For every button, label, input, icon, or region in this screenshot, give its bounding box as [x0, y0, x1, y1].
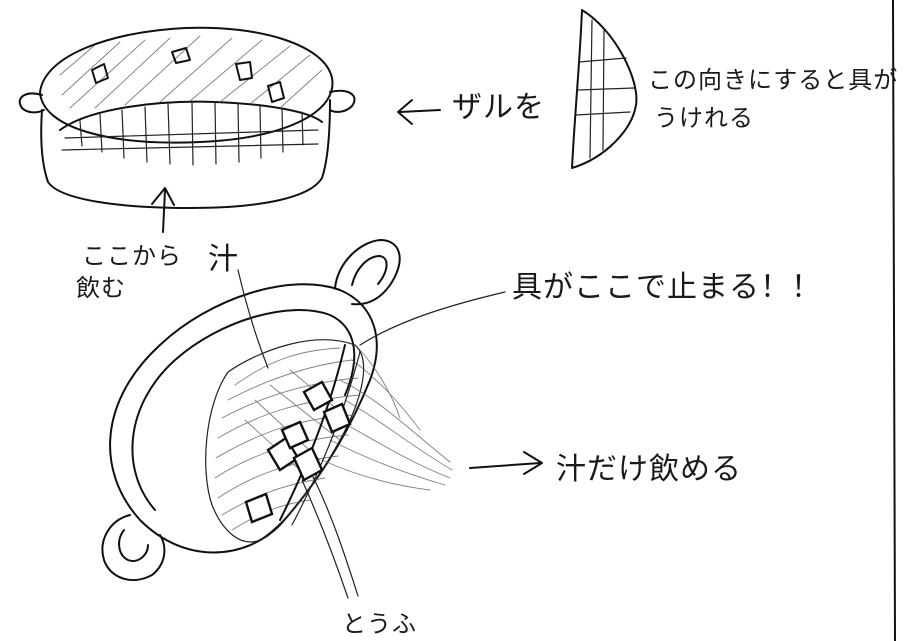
arrow-up-icon	[151, 187, 175, 233]
bottom-pot-tofu-5	[244, 492, 274, 524]
ingredients-stop-label: 具がここで止まる！！	[512, 270, 822, 305]
top-pot-tofu-2	[171, 47, 191, 64]
drink-from-here-line1: ここから	[82, 242, 182, 270]
drink-from-here-line2: 飲む	[76, 274, 126, 302]
bottom-pot-spout-streaks	[321, 349, 453, 491]
top-pot-left-handle	[18, 92, 45, 114]
top-pot-colander-grid	[61, 101, 319, 166]
bottom-pot-bottom-handle	[101, 514, 166, 581]
bottom-pot-colander-edge	[279, 344, 346, 521]
soup-leader-line	[237, 269, 269, 369]
top-pot-rim	[39, 26, 334, 144]
soup-label: 汁	[208, 242, 239, 277]
tofu-leader-line-2	[311, 474, 359, 597]
top-pot-right-handle	[329, 89, 356, 113]
tofu-label: とうふ	[342, 610, 417, 638]
colander-side-drawing	[571, 9, 638, 169]
orientation-note-line1: この向きにすると具が	[648, 66, 899, 94]
arrow-right-icon	[469, 451, 543, 475]
bottom-pot-tofu-group	[244, 380, 352, 524]
bottom-pot-bottom-handle-inner	[118, 529, 149, 562]
colander-grid	[575, 19, 635, 159]
top-pot-tofu-4	[267, 81, 285, 103]
bottom-pot-tofu-1	[302, 380, 334, 412]
orientation-note-line2: うけれる	[654, 104, 754, 132]
bottom-pot-drawing	[101, 239, 453, 581]
page-border-line	[892, 0, 896, 641]
bottom-pot-colander-edge-2	[291, 351, 361, 526]
arrow-left-icon	[397, 99, 441, 125]
bottom-pot-tofu-6	[280, 420, 310, 450]
bottom-pot-tofu-4	[292, 446, 324, 482]
top-pot-body	[40, 99, 331, 209]
top-pot-tofu-3	[235, 61, 253, 81]
tofu-leader-line	[301, 479, 349, 599]
only-soup-label: 汁だけ飲める	[556, 452, 742, 487]
bottom-pot-inner-rim	[131, 309, 356, 511]
bottom-pot-top-handle-inner	[351, 255, 388, 286]
colander-label: ザルを	[452, 90, 545, 125]
top-pot-soup-hatching	[59, 35, 323, 109]
bottom-pot-tofu-2	[322, 402, 352, 434]
top-pot-drawing	[18, 26, 356, 233]
bottom-pot-top-handle	[334, 239, 401, 306]
stop-leader-line	[359, 291, 506, 346]
colander-outline	[571, 9, 638, 169]
top-pot-tofu-1	[91, 63, 109, 84]
